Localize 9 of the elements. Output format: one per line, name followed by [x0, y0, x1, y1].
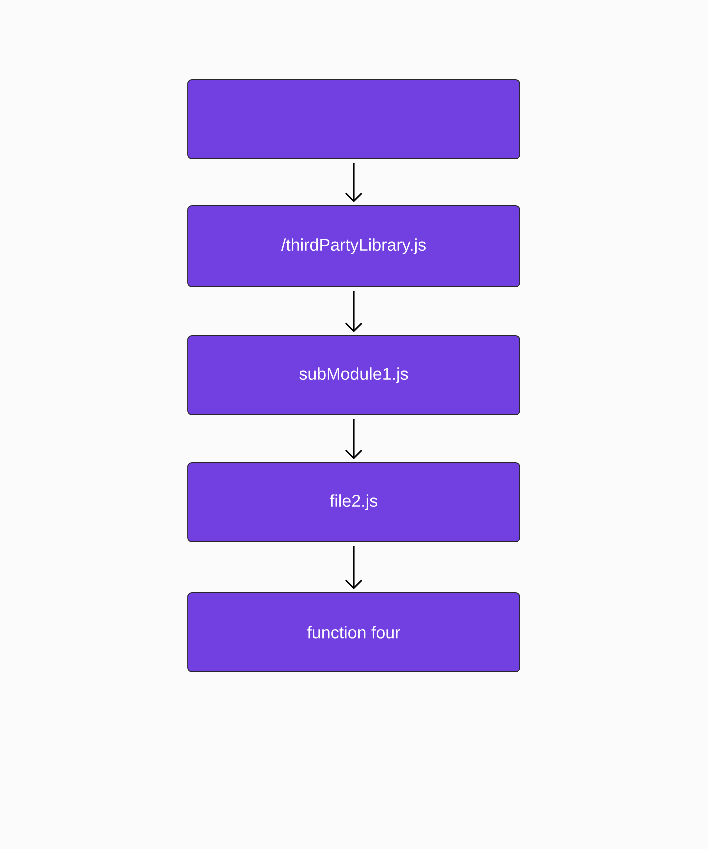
arrow — [345, 163, 363, 203]
process-box: /thirdPartyLibrary.js — [188, 206, 520, 288]
process-box: file2.js — [188, 462, 520, 542]
process-box — [188, 80, 520, 160]
arrow — [345, 291, 363, 333]
process-box: function four — [188, 592, 520, 672]
process-box: subModule1.js — [188, 336, 520, 416]
arrow — [345, 419, 363, 460]
arrow — [345, 546, 363, 590]
